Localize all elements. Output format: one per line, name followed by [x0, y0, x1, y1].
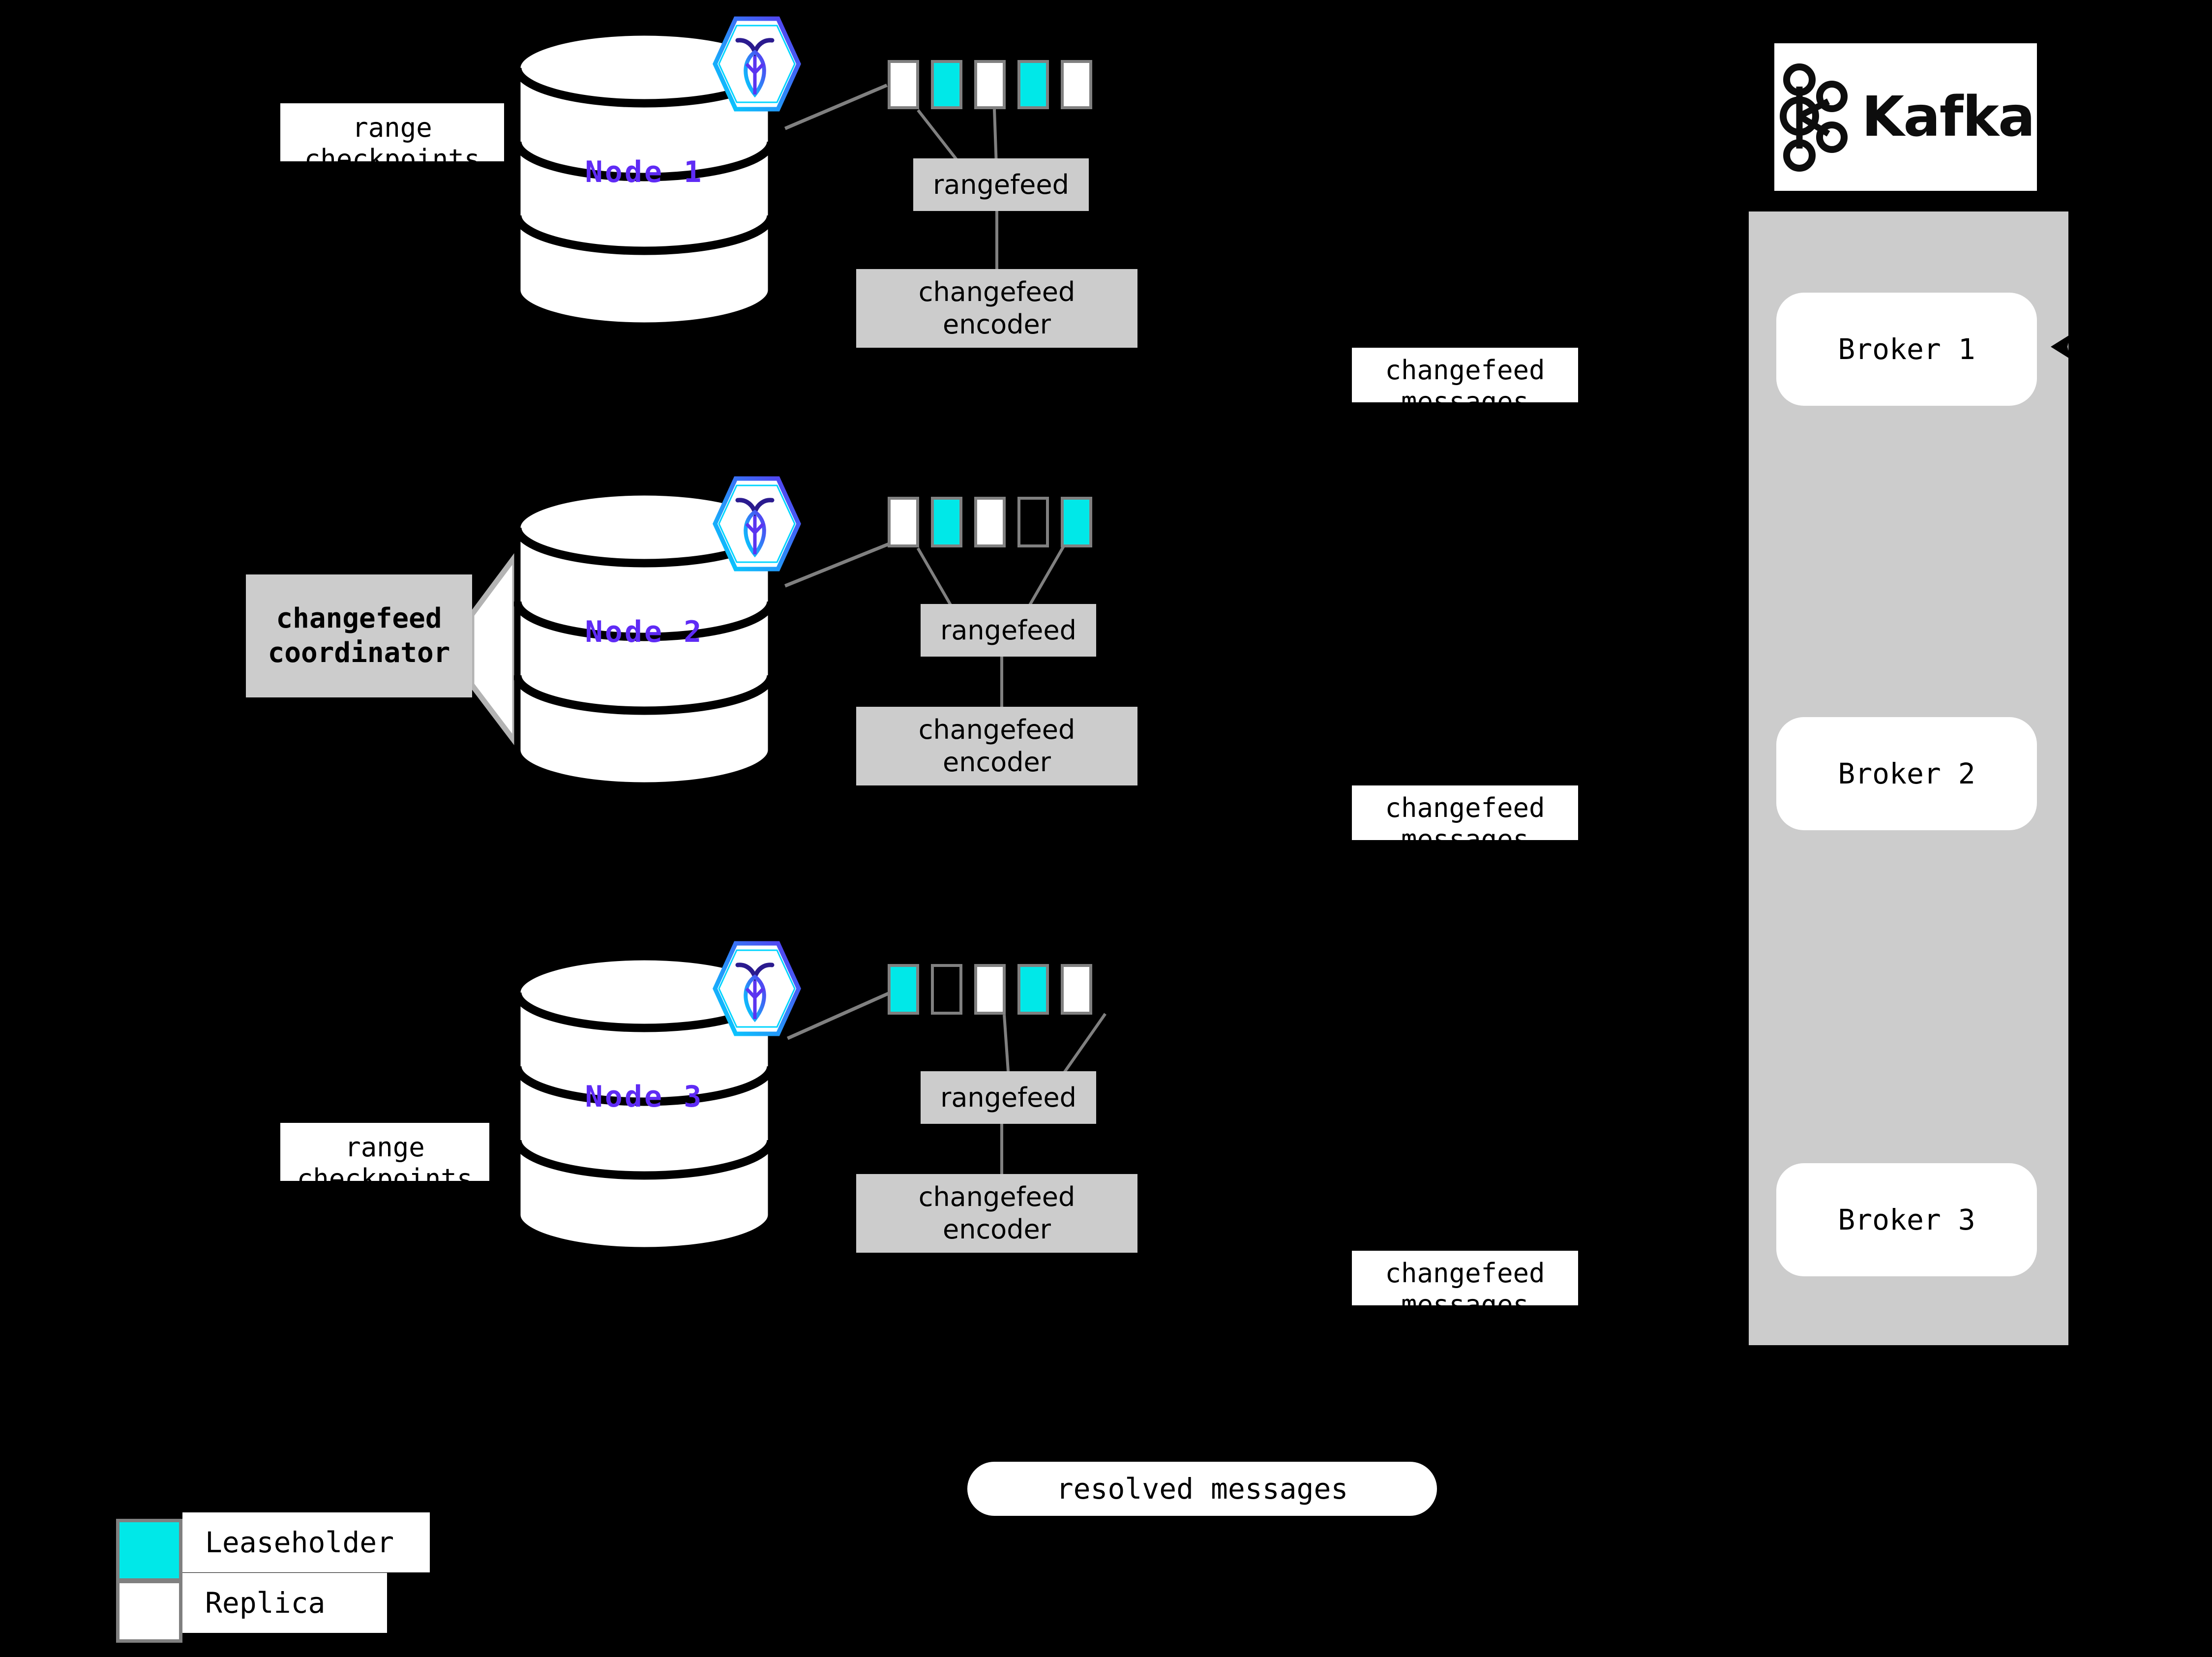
connector-rangefeed-to-encoder-1: [995, 211, 998, 272]
range-block[interactable]: [888, 497, 919, 547]
range-block[interactable]: [931, 60, 962, 109]
legend-label-leaseholder: Leaseholder: [182, 1512, 430, 1572]
node-label-2: Node 2: [585, 615, 704, 649]
range-blocks-node1: [888, 60, 1092, 109]
range-block[interactable]: [1017, 964, 1049, 1015]
changefeed-encoder-box-node1[interactable]: changefeed encoder: [856, 269, 1137, 348]
cockroachdb-hexagon-icon-1: [708, 15, 802, 113]
kafka-inbound-arrow-icon: [2051, 330, 2080, 364]
cockroachdb-hexagon-icon-2: [708, 475, 802, 573]
changefeed-messages-label-node1: changefeed messages: [1352, 348, 1578, 417]
range-block[interactable]: [888, 964, 919, 1015]
node-cylinder-3: Node 3: [514, 954, 775, 1254]
node-cylinder-1: Node 1: [514, 30, 775, 330]
legend-swatch-leaseholder: [116, 1519, 182, 1582]
rangefeed-box-node3[interactable]: rangefeed: [921, 1071, 1096, 1124]
range-checkpoints-label-node3: range checkpoints: [280, 1123, 489, 1194]
changefeed-messages-label-node3: changefeed messages: [1352, 1251, 1578, 1320]
node-label-1: Node 1: [585, 155, 704, 189]
broker-box-3[interactable]: Broker 3: [1776, 1163, 2037, 1276]
broker-box-1[interactable]: Broker 1: [1776, 293, 2037, 406]
range-block[interactable]: [974, 497, 1006, 547]
kafka-wordmark: Kafka: [1861, 85, 2035, 149]
range-block[interactable]: [1061, 60, 1092, 109]
rangefeed-box-node1[interactable]: rangefeed: [913, 158, 1089, 211]
changefeed-coordinator-box[interactable]: changefeed coordinator: [246, 574, 472, 697]
range-block[interactable]: [931, 497, 962, 547]
range-block[interactable]: [1061, 964, 1092, 1015]
range-blocks-node2: [888, 497, 1092, 547]
changefeed-encoder-box-node3[interactable]: changefeed encoder: [856, 1174, 1137, 1253]
node-cylinder-2: Node 2: [514, 489, 775, 789]
range-block[interactable]: [888, 60, 919, 109]
changefeed-encoder-box-node2[interactable]: changefeed encoder: [856, 707, 1137, 785]
range-block[interactable]: [1017, 60, 1049, 109]
range-block[interactable]: [931, 964, 962, 1015]
broker-box-2[interactable]: Broker 2: [1776, 717, 2037, 830]
range-blocks-node3: [888, 964, 1092, 1015]
range-block[interactable]: [1061, 497, 1092, 547]
resolved-messages-pill[interactable]: resolved messages: [967, 1462, 1437, 1516]
rangefeed-box-node2[interactable]: rangefeed: [921, 604, 1096, 657]
cockroachdb-hexagon-icon-3: [708, 939, 802, 1038]
range-checkpoints-label-node1: range checkpoints: [280, 103, 504, 175]
range-block[interactable]: [974, 60, 1006, 109]
kafka-logo-card: Kafka: [1774, 43, 2037, 191]
range-block[interactable]: [1017, 497, 1049, 547]
changefeed-messages-label-node2: changefeed messages: [1352, 785, 1578, 855]
legend-swatch-replica: [116, 1580, 182, 1643]
node-label-3: Node 3: [585, 1080, 704, 1114]
legend-label-replica: Replica: [182, 1573, 387, 1633]
range-block[interactable]: [974, 964, 1006, 1015]
kafka-node-graph-icon: [1777, 61, 1851, 174]
connector-node3-to-ranges: [787, 991, 892, 1040]
